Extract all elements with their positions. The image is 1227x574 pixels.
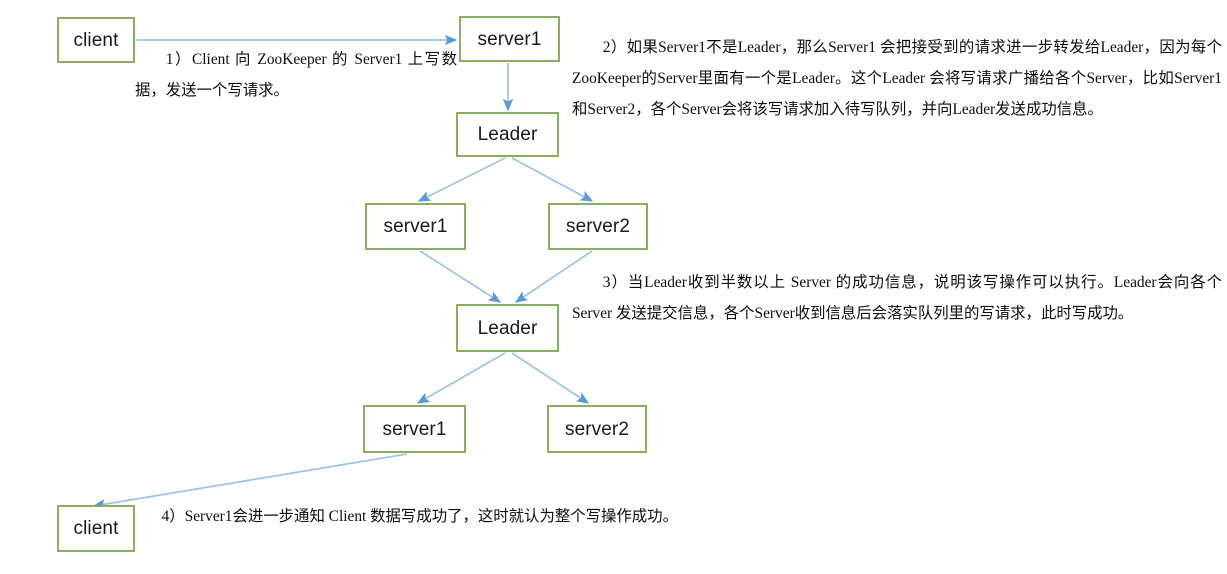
edge-server1bot-to-client	[92, 453, 408, 510]
edge-leader1-to-server1mid	[417, 157, 506, 202]
node-server2-bot[interactable]: server2	[547, 405, 647, 453]
node-server2-mid[interactable]: server2	[548, 203, 648, 250]
node-server1-top[interactable]: server1	[459, 16, 560, 62]
edge-leader2-to-server2bot	[511, 352, 590, 404]
edge-server1mid-to-leader2	[419, 250, 502, 303]
annotation-step-1: 1）Client 向 ZooKeeper 的 Server1 上写数据，发送一个…	[135, 51, 457, 99]
edge-leader1-to-server2mid	[511, 157, 594, 202]
node-server1-mid[interactable]: server1	[365, 203, 466, 250]
node-leader-2[interactable]: Leader	[456, 304, 559, 352]
node-leader-1[interactable]: Leader	[456, 112, 559, 157]
edge-leader2-to-server1bot	[416, 352, 506, 404]
annotation-step-4: 4）Server1会进一步通知 Client 数据写成功了，这时就认为整个写操作…	[161, 508, 678, 525]
annotation-step-3: 3）当Leader收到半数以上 Server 的成功信息，说明该写操作可以执行。…	[572, 274, 1222, 322]
annotation-step-2: 2）如果Server1不是Leader，那么Server1 会把接受到的请求进一…	[572, 39, 1222, 118]
node-server1-bot[interactable]: server1	[363, 405, 466, 453]
node-client-bottom[interactable]: client	[57, 505, 135, 552]
node-client-top[interactable]: client	[57, 17, 135, 63]
